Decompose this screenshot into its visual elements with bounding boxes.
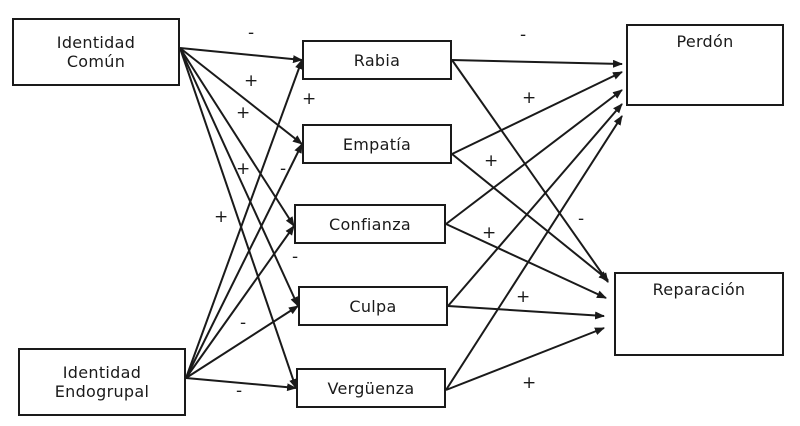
- edge-culpa-reparacion: [447, 305, 605, 320]
- node-identidad-endogrupal: Identidad Endogrupal: [18, 348, 186, 416]
- node-label: Identidad Endogrupal: [54, 363, 150, 401]
- node-label: Perdón: [676, 32, 734, 51]
- sign-label: -: [578, 209, 584, 229]
- sign-label: -: [248, 23, 254, 43]
- sign-label: +: [522, 88, 536, 108]
- edge-identidad-comun-culpa: [179, 47, 299, 307]
- edge-identidad-endogrupal-rabia: [185, 59, 303, 379]
- node-label: Culpa: [349, 296, 397, 316]
- sign-label: +: [214, 207, 228, 227]
- sign-label: -: [240, 313, 246, 333]
- sign-label: -: [520, 25, 526, 45]
- sign-label: -: [236, 381, 242, 401]
- node-label: Rabia: [353, 50, 401, 70]
- sign-label: -: [292, 247, 298, 267]
- sign-label: +: [244, 71, 258, 91]
- node-empatia: Empatía: [302, 124, 452, 164]
- node-label: Confianza: [328, 214, 412, 234]
- node-culpa: Culpa: [298, 286, 448, 326]
- edge-confianza-reparacion: [445, 223, 607, 299]
- edge-identidad-comun-empatia: [179, 47, 303, 145]
- sign-label: +: [302, 89, 316, 109]
- node-reparacion: Reparación: [614, 272, 784, 356]
- sign-label: +: [516, 287, 530, 307]
- edge-rabia-perdon: [451, 59, 623, 68]
- sign-label: +: [236, 103, 250, 123]
- edge-empatia-reparacion: [451, 153, 609, 281]
- edge-verguenza-perdon: [445, 115, 623, 391]
- edge-confianza-perdon: [445, 89, 623, 225]
- edge-empatia-perdon: [451, 71, 623, 155]
- node-perdon: Perdón: [626, 24, 784, 106]
- edge-identidad-comun-rabia: [179, 47, 303, 64]
- edge-culpa-perdon: [447, 103, 623, 307]
- sign-label: +: [522, 373, 536, 393]
- edge-identidad-comun-verguenza: [179, 47, 297, 389]
- edge-identidad-endogrupal-verguenza: [185, 377, 297, 392]
- edge-rabia-reparacion: [451, 59, 609, 283]
- sign-label: +: [484, 151, 498, 171]
- node-label: Identidad Común: [56, 33, 136, 71]
- node-label: Vergüenza: [327, 378, 415, 398]
- sign-label: +: [482, 223, 496, 243]
- edge-identidad-endogrupal-culpa: [185, 305, 299, 379]
- node-verguenza: Vergüenza: [296, 368, 446, 408]
- node-label: Empatía: [342, 134, 412, 154]
- sign-label: +: [236, 159, 250, 179]
- node-rabia: Rabia: [302, 40, 452, 80]
- edge-identidad-comun-confianza: [179, 47, 295, 227]
- edge-identidad-endogrupal-confianza: [185, 225, 295, 379]
- node-label: Reparación: [652, 280, 746, 299]
- node-confianza: Confianza: [294, 204, 446, 244]
- node-identidad-comun: Identidad Común: [12, 18, 180, 86]
- edge-identidad-endogrupal-empatia: [185, 143, 303, 379]
- sign-label: -: [280, 159, 286, 179]
- edge-verguenza-reparacion: [445, 327, 605, 391]
